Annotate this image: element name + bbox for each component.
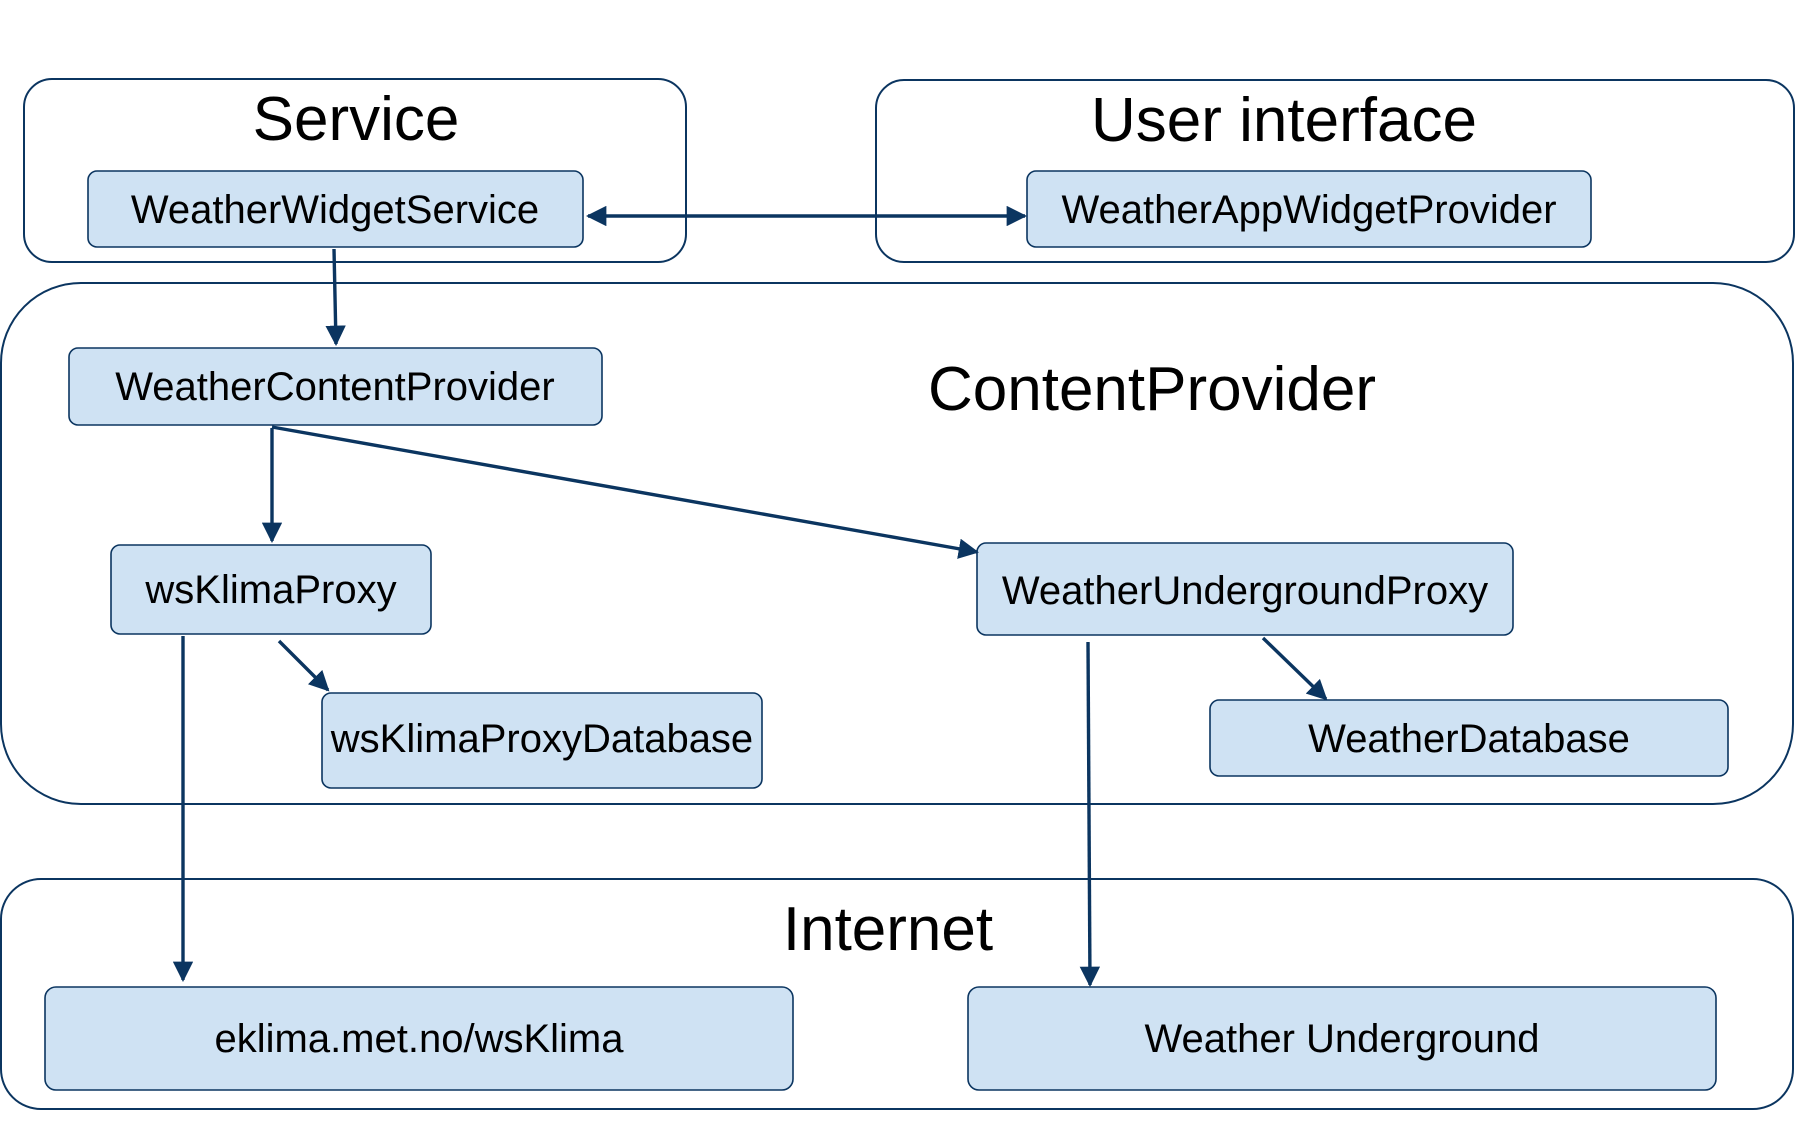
node-label: eklima.met.no/wsKlima [214,1017,624,1061]
group-title-internet: Internet [783,895,993,964]
node-weather-database[interactable]: WeatherDatabase [1209,699,1729,777]
node-weather-widget-service[interactable]: WeatherWidgetService [87,170,584,248]
edge-service-to-content-provider [325,248,346,347]
node-label: WeatherUndergroundProxy [1002,569,1488,613]
edge-underground-proxy-to-database [1261,636,1328,701]
node-ws-klima-proxy[interactable]: wsKlimaProxy [110,544,432,635]
node-label: wsKlimaProxyDatabase [330,717,753,761]
edge-underground-proxy-to-weather-underground [1079,641,1101,988]
node-weather-underground[interactable]: Weather Underground [967,986,1717,1091]
node-label: WeatherWidgetService [131,188,539,232]
node-label: WeatherDatabase [1308,717,1630,761]
node-label: WeatherAppWidgetProvider [1061,188,1556,232]
group-title-content-provider: ContentProvider [928,355,1376,424]
edge-content-provider-to-underground-proxy [271,425,980,559]
node-eklima[interactable]: eklima.met.no/wsKlima [44,986,794,1091]
node-weather-underground-proxy[interactable]: WeatherUndergroundProxy [976,542,1514,636]
node-label: WeatherContentProvider [115,365,555,409]
edge-ws-klima-proxy-to-database [277,639,330,692]
node-label: Weather Underground [1144,1017,1539,1061]
node-weather-content-provider[interactable]: WeatherContentProvider [68,347,603,426]
group-title-service: Service [253,85,460,154]
group-title-user-interface: User interface [1091,86,1477,155]
node-weather-app-widget-provider[interactable]: WeatherAppWidgetProvider [1026,170,1592,248]
node-label: wsKlimaProxy [144,568,396,612]
node-ws-klima-proxy-database[interactable]: wsKlimaProxyDatabase [321,692,763,789]
